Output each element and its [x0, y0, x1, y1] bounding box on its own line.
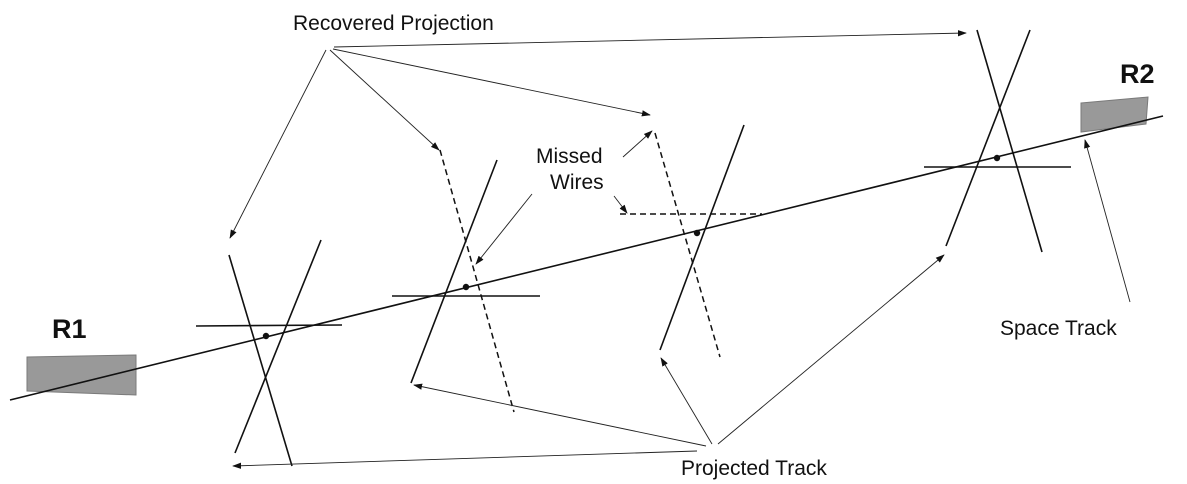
wire-station-3 — [620, 124, 762, 358]
r1-readout-block — [26, 354, 137, 396]
missed-wires-label-line1: Missed — [536, 145, 603, 168]
station-2-hit-point — [462, 283, 470, 291]
arrow-to-station-1 — [229, 49, 327, 239]
space-track-line — [9, 115, 1164, 401]
r2-readout-block — [1080, 96, 1149, 133]
station-4-wire-a — [976, 29, 1043, 253]
station-1-hit-point — [262, 332, 270, 340]
space-track-label: Space Track — [1000, 317, 1117, 340]
projected-track-label: Projected Track — [681, 457, 827, 480]
r1-label: R1 — [52, 314, 87, 344]
arrow-to-track-1 — [232, 450, 698, 469]
station-2-solid-wire — [410, 159, 498, 384]
wire-station-2 — [392, 149, 540, 413]
wire-station-4 — [924, 29, 1071, 253]
station-1-horizontal-wire — [195, 324, 343, 327]
station-1-wire-a — [228, 254, 293, 467]
arrow-to-missed-wire-2 — [475, 193, 533, 265]
missed-wires-arrows — [475, 130, 653, 265]
arrow-to-station-2 — [329, 49, 440, 151]
recovered-projection-label: Recovered Projection — [293, 12, 494, 35]
station-3-missed-wire — [654, 132, 721, 358]
arrow-to-missed-wire-3 — [622, 130, 653, 158]
station-3-hit-point — [693, 229, 701, 237]
arrow-space-track — [1084, 139, 1131, 303]
arrow-to-track-3 — [660, 357, 713, 445]
recovered-projection-arrows — [229, 30, 967, 239]
arrow-to-track-4 — [717, 254, 945, 445]
station-3-solid-wire — [659, 124, 745, 351]
station-2-missed-wire — [439, 149, 515, 413]
arrow-to-missed-horizontal — [613, 195, 628, 214]
arrow-to-station-3 — [332, 48, 651, 117]
wire-station-1 — [195, 239, 343, 467]
station-1-wire-b — [234, 239, 322, 454]
r2-label: R2 — [1120, 59, 1155, 89]
arrow-to-station-4 — [333, 30, 967, 48]
station-4-hit-point — [993, 154, 1001, 162]
missed-wires-label-line2: Wires — [550, 171, 604, 194]
station-4-wire-b — [945, 29, 1031, 247]
arrow-to-track-2 — [413, 383, 707, 447]
projected-track-arrows — [232, 254, 945, 469]
